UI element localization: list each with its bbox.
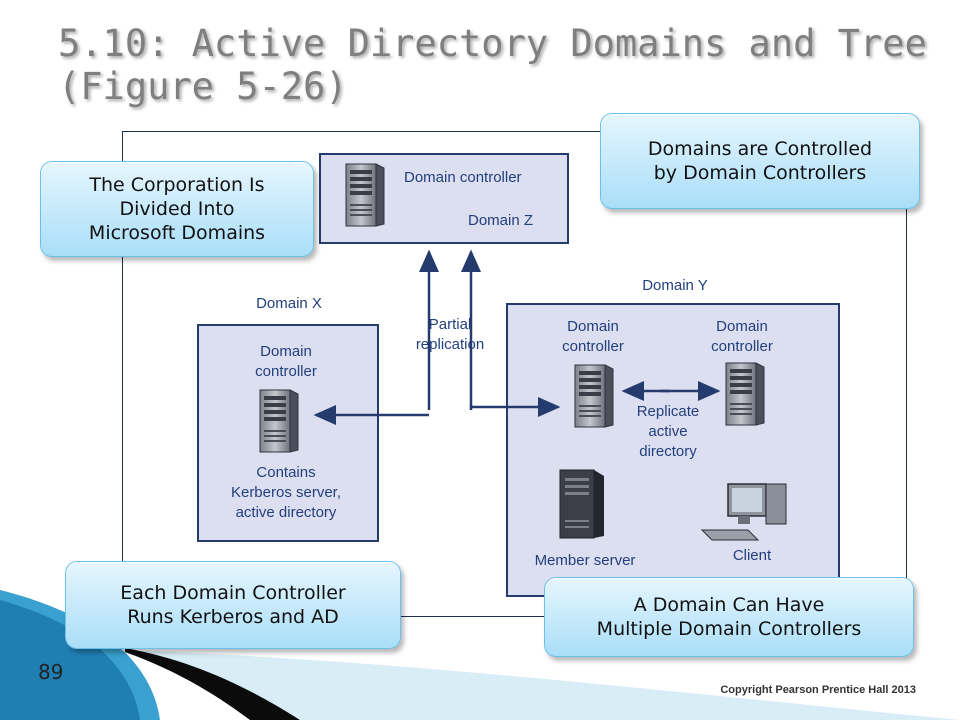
slide-title-line-1: 5.10: Active Directory Domains and Tree [58, 22, 927, 65]
domain-z-controller-label: Domain controller [404, 169, 522, 186]
domain-x-contains-label: Contains Kerberos server, active directo… [230, 464, 342, 521]
slide-title-line-2: (Figure 5-26) [58, 65, 348, 108]
copyright-notice: Copyright Pearson Prentice Hall 2013 [720, 684, 916, 696]
domain-y-controller-left-label: Domain controller [562, 318, 624, 355]
client-label: Client [732, 547, 772, 564]
callout-domain-controllers: Domains are Controlled by Domain Control… [600, 113, 920, 209]
domain-z-name: Domain Z [468, 212, 534, 229]
member-server-icon [559, 469, 604, 539]
callout-corporation-domains: The Corporation Is Divided Into Microsof… [40, 161, 314, 257]
slide-title: 5.10: Active Directory Domains and Tree … [58, 22, 938, 108]
domain-y-server-left-icon [574, 364, 614, 428]
replicate-label: Replicate active directory [636, 403, 700, 460]
domain-y-server-right-icon [725, 362, 765, 426]
client-computer-icon [700, 483, 787, 541]
callout-multiple-controllers: A Domain Can Have Multiple Domain Contro… [544, 577, 914, 657]
domain-x-controller-label: Domain controller [255, 343, 317, 380]
page-number: 89 [38, 660, 64, 684]
callout-kerberos-ad: Each Domain Controller Runs Kerberos and… [65, 561, 401, 649]
domain-x-name: Domain X [256, 295, 322, 312]
domain-y-name: Domain Y [642, 277, 708, 294]
partial-replication-label: Partial replication [415, 316, 485, 353]
domain-y-controller-right-label: Domain controller [711, 318, 773, 355]
domain-z-server-icon [345, 163, 385, 227]
domain-x-server-icon [259, 389, 299, 453]
domain-y-box [506, 303, 840, 597]
member-server-label: Member server [534, 552, 636, 569]
